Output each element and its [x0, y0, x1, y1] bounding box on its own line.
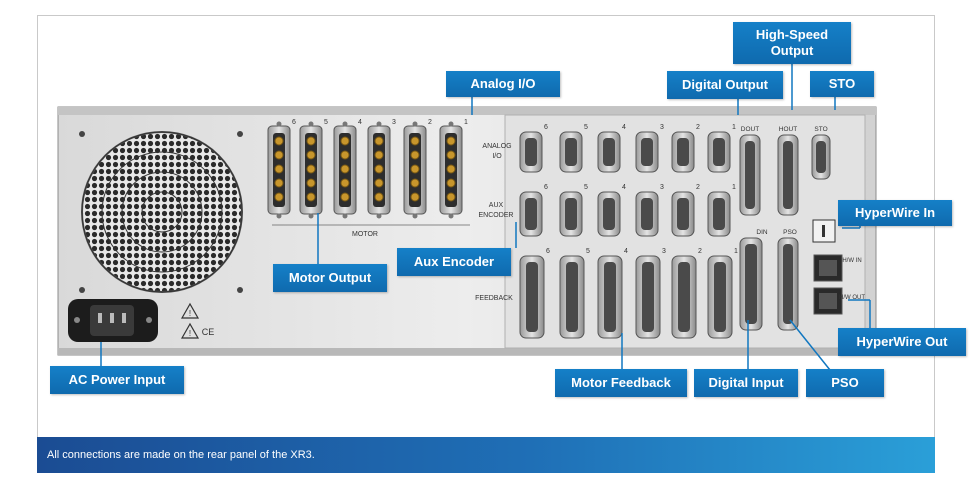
label-dout: DOUT: [741, 126, 759, 133]
label-pso: PSO: [783, 229, 797, 236]
fan-grille-icon: [79, 131, 243, 293]
analog-axis-number: 5: [584, 124, 588, 131]
motor-axis-number: 5: [324, 119, 328, 126]
feedback-connector: 2: [671, 248, 702, 339]
dsub-connectors: 6 6 6 5 5 5 4 4 4 3 3 3 2 2 2 1 1 1: [519, 124, 738, 339]
motor-output-connectors: 6 5 4 3 2 1: [267, 119, 468, 219]
aux-axis-number: 2: [696, 184, 700, 191]
motor-output-connector: 5: [299, 119, 328, 219]
feedback-connector: 6: [519, 248, 550, 339]
label-analog: ANALOG: [482, 143, 511, 150]
motor-axis-number: 1: [464, 119, 468, 126]
feedback-connector: 4: [597, 248, 628, 339]
label-motor: MOTOR: [352, 231, 378, 238]
din-connector: [739, 237, 763, 331]
motor-output-connector: 2: [403, 119, 432, 219]
motor-axis-number: 4: [358, 119, 362, 126]
feedback-axis-number: 1: [734, 248, 738, 255]
label-encoder: ENCODER: [478, 212, 513, 219]
svg-text:!: !: [189, 309, 191, 318]
pso-connector: [777, 237, 799, 331]
aux-encoder-connector: 6: [519, 184, 548, 237]
callout-hyperwire-in: HyperWire In: [838, 200, 952, 226]
aux-axis-number: 1: [732, 184, 736, 191]
label-hw-out: H/W OUT: [839, 295, 865, 301]
ac-power-inlet: [68, 299, 158, 342]
callout-hyperwire-out: HyperWire Out: [838, 328, 966, 356]
analog-io-connector: 3: [635, 124, 664, 173]
motor-output-connector: 6: [267, 119, 296, 219]
callout-motor-output: Motor Output: [273, 264, 387, 292]
analog-io-connector: 4: [597, 124, 626, 173]
leader-lines: [100, 63, 871, 371]
feedback-axis-number: 3: [662, 248, 666, 255]
dout-connector: [739, 134, 761, 216]
feedback-connector: 3: [635, 248, 666, 339]
callout-analog-io: Analog I/O: [446, 71, 560, 97]
motor-axis-number: 2: [428, 119, 432, 126]
feedback-axis-number: 6: [546, 248, 550, 255]
label-hout: HOUT: [779, 126, 797, 133]
callout-digital-input: Digital Input: [694, 369, 798, 397]
aux-encoder-connector: 4: [597, 184, 626, 237]
high-speed-output-text: High-Speed Output: [755, 27, 829, 58]
aux-encoder-connector: 3: [635, 184, 664, 237]
analog-io-connector: 5: [559, 124, 588, 173]
analog-io-connector: 6: [519, 124, 548, 173]
callout-ac-power-input: AC Power Input: [50, 366, 184, 394]
svg-text:!: !: [189, 329, 191, 338]
sto-connector: [811, 134, 831, 180]
aux-encoder-connector: 2: [671, 184, 700, 237]
callout-pso: PSO: [806, 369, 884, 397]
feedback-axis-number: 5: [586, 248, 590, 255]
aux-axis-number: 4: [622, 184, 626, 191]
hyperwire-in-port: [813, 254, 843, 282]
analog-io-connector: 1: [707, 124, 736, 173]
analog-axis-number: 2: [696, 124, 700, 131]
label-io: I/O: [492, 153, 502, 160]
analog-axis-number: 1: [732, 124, 736, 131]
analog-axis-number: 3: [660, 124, 664, 131]
callout-motor-feedback: Motor Feedback: [555, 369, 687, 397]
motor-axis-number: 3: [392, 119, 396, 126]
label-ce: CE: [202, 327, 215, 337]
callout-high-speed-output: High-Speed Output: [733, 22, 851, 64]
label-sto: STO: [814, 126, 827, 133]
aux-axis-number: 6: [544, 184, 548, 191]
label-din: DIN: [756, 229, 768, 236]
label-feedback: FEEDBACK: [475, 295, 513, 302]
caption-text: All connections are made on the rear pan…: [47, 449, 315, 461]
aux-axis-number: 3: [660, 184, 664, 191]
hyperwire-switch: [812, 219, 836, 243]
motor-axis-number: 6: [292, 119, 296, 126]
label-hw-in: H/W IN: [842, 258, 861, 264]
analog-axis-number: 6: [544, 124, 548, 131]
caption-bar: All connections are made on the rear pan…: [37, 437, 935, 473]
warning-icon: ! !: [180, 302, 200, 339]
aux-encoder-connector: 5: [559, 184, 588, 237]
analog-axis-number: 4: [622, 124, 626, 131]
feedback-connector: 1: [707, 248, 738, 339]
feedback-connector: 5: [559, 248, 590, 339]
callout-sto: STO: [810, 71, 874, 97]
feedback-axis-number: 2: [698, 248, 702, 255]
aux-axis-number: 5: [584, 184, 588, 191]
aux-encoder-connector: 1: [707, 184, 736, 237]
motor-output-connector: 3: [367, 119, 396, 219]
hout-connector: [777, 134, 799, 216]
analog-io-connector: 2: [671, 124, 700, 173]
panel-text: ANALOG I/O AUX ENCODER FEEDBACK MOTOR DO…: [202, 126, 866, 337]
motor-output-connector: 4: [333, 119, 362, 219]
callout-aux-encoder: Aux Encoder: [397, 248, 511, 276]
hyperwire-out-port: [813, 287, 843, 315]
feedback-axis-number: 4: [624, 248, 628, 255]
callout-digital-output: Digital Output: [667, 71, 783, 99]
motor-output-connector: 1: [439, 119, 468, 219]
label-aux: AUX: [489, 202, 504, 209]
